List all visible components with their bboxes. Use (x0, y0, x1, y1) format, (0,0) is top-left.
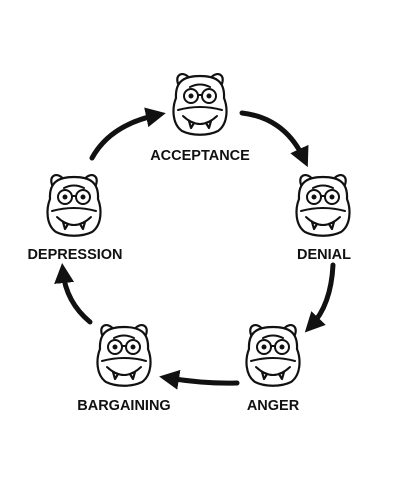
hippo-face-icon (46, 173, 102, 237)
stage-anger: ANGER (245, 323, 301, 414)
arrow-depression-to-acceptance (89, 107, 166, 161)
stage-bargaining: BARGAINING (77, 323, 171, 414)
stage-label-acceptance: ACCEPTANCE (150, 148, 250, 164)
stage-label-bargaining: BARGAINING (77, 398, 170, 414)
arrow-acceptance-to-denial (239, 110, 309, 168)
stage-acceptance: ACCEPTANCE (150, 72, 250, 164)
stage-label-denial: DENIAL (297, 247, 351, 263)
stage-denial: DENIAL (295, 173, 351, 263)
hippo-face-icon (295, 173, 351, 237)
hippo-face-icon (96, 323, 152, 387)
arrow-anger-to-bargaining (159, 369, 240, 390)
arrow-bargaining-to-depression (54, 263, 93, 325)
arrow-denial-to-anger (304, 262, 336, 333)
stage-label-anger: ANGER (247, 398, 300, 414)
stage-depression: DEPRESSION (27, 173, 123, 263)
hippo-face-icon (245, 323, 301, 387)
stage-label-depression: DEPRESSION (27, 247, 122, 263)
hippo-face-icon (172, 72, 228, 136)
